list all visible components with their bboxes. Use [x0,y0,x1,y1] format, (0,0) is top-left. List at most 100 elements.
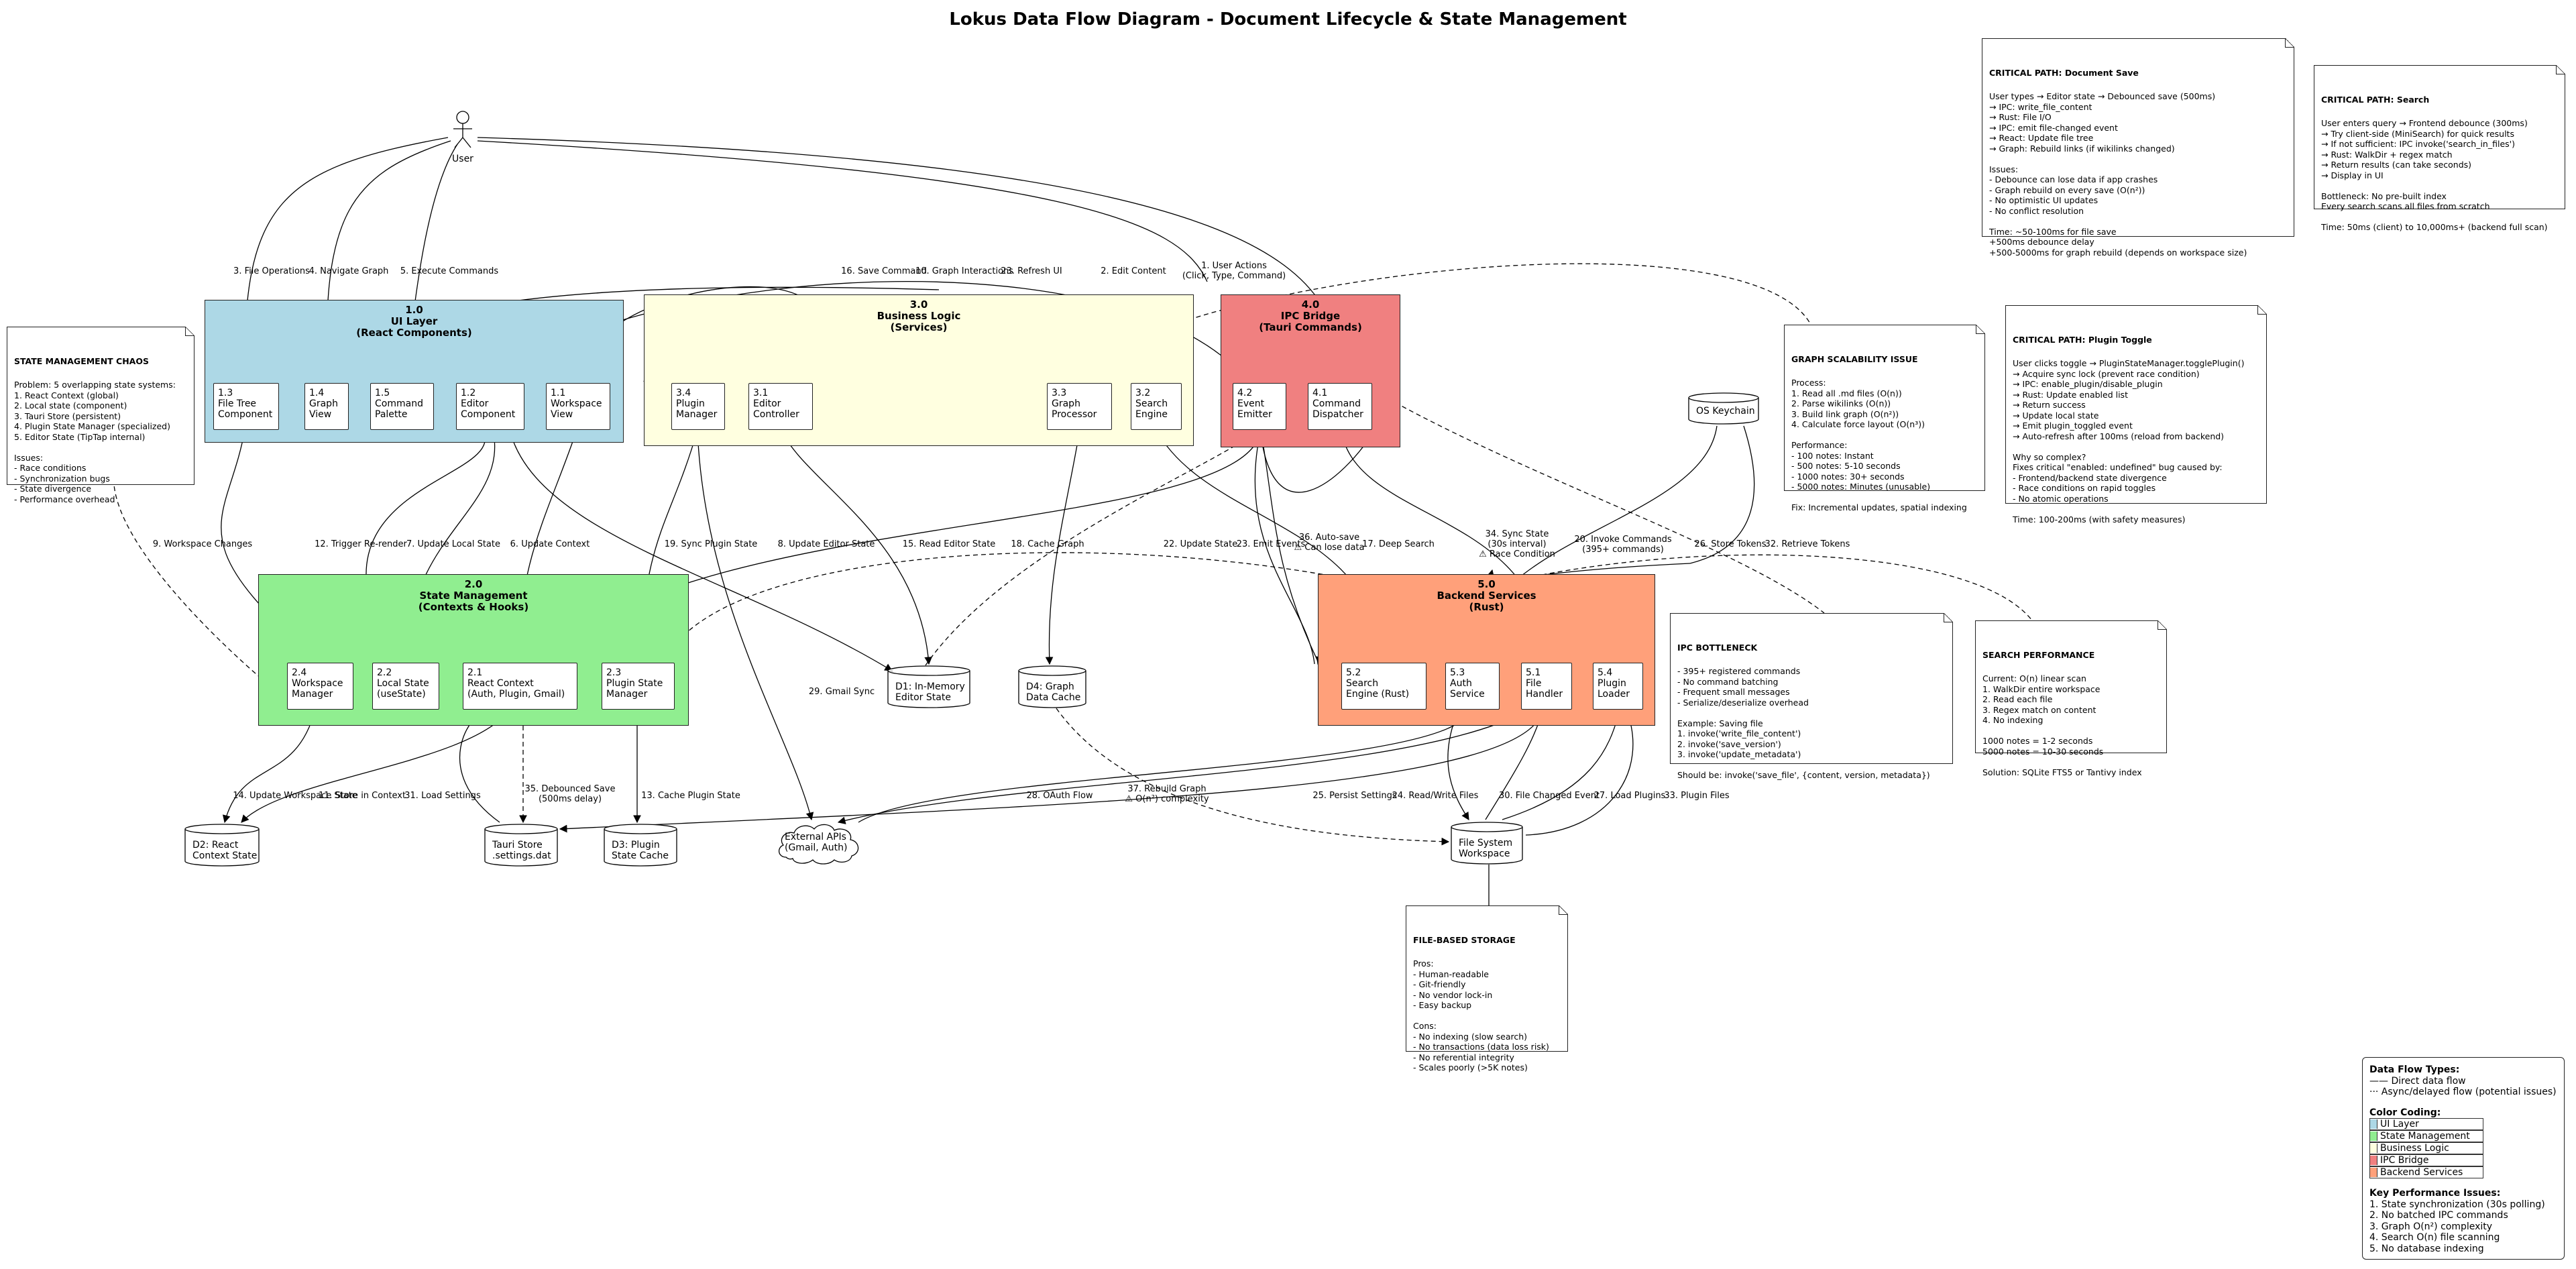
external-apis[interactable]: External APIs (Gmail, Auth) [775,818,864,867]
edge-label-e28: 28. OAuth Flow [1026,791,1093,801]
note-file-storage-title: FILE-BASED STORAGE [1413,935,1516,945]
edge-ipc-back [1260,429,1376,493]
store-graph-cache[interactable]: D4: Graph Data Cache [1018,665,1086,708]
edge-label-e19: 19. Sync Plugin State [665,539,758,549]
legend-color-label: UI Layer [2380,1118,2419,1129]
process-file-tree[interactable]: 1.3 File Tree Component [213,383,279,430]
edge-label-e31: 31. Load Settings [404,791,481,801]
edge-label-e23: 23. Refresh UI [1001,266,1062,276]
process-workspace-manager[interactable]: 2.4 Workspace Manager [287,663,353,710]
note-graph-scalability: GRAPH SCALABILITY ISSUE Process: 1. Read… [1784,325,1985,512]
legend-perf-list: 1. State synchronization (30s polling)2.… [2369,1199,2557,1255]
process-plugin-manager[interactable]: 3.4 Plugin Manager [671,383,725,430]
store-os-keychain-label: OS Keychain [1696,406,1755,417]
legend-swatch [2370,1119,2377,1129]
note-state-chaos-body: Problem: 5 overlapping state systems: 1.… [14,380,176,504]
edge-label-e4: 4. Navigate Graph [309,266,389,276]
legend-perf-item: 5. No database indexing [2369,1243,2484,1254]
process-local-state[interactable]: 2.2 Local State (useState) [372,663,439,710]
store-editor-state[interactable]: D1: In-Memory Editor State [887,665,970,708]
edge-33 [1525,708,1634,836]
edge-label-e10: 10. Graph Interactions [915,266,1013,276]
edge-27 [1502,708,1622,820]
process-plugin-loader[interactable]: 5.4 Plugin Loader [1593,663,1643,710]
edge-label-e5: 5. Execute Commands [400,266,498,276]
edge-label-e3: 3. File Operations [233,266,310,276]
process-auth-service[interactable]: 5.3 Auth Service [1445,663,1500,710]
edge-31 [459,706,500,823]
process-file-handler[interactable]: 5.1 File Handler [1521,663,1572,710]
legend-colors-title: Color Coding: [2369,1107,2441,1118]
note-ipc-bottleneck-title: IPC BOTTLENECK [1677,643,1758,653]
legend-solid: —— Direct data flow [2369,1075,2466,1087]
edge-label-e15: 15. Read Editor State [903,539,996,549]
edge-label-e24: 24. Read/Write Files [1392,791,1479,801]
cylinder-icon [484,824,558,867]
note-document-save-body: User types → Editor state → Debounced sa… [1989,91,2247,258]
edge-label-e18: 18. Cache Graph [1011,539,1084,549]
legend-color-item: State Management [2369,1130,2483,1142]
process-plugin-state-manager[interactable]: 2.3 Plugin State Manager [602,663,675,710]
edge-label-e8: 8. Update Editor State [778,539,875,549]
note-state-chaos: STATE MANAGEMENT CHAOS Problem: 5 overla… [7,327,194,504]
process-graph-processor[interactable]: 3.3 Graph Processor [1047,383,1112,430]
group-business-title: 3.0 Business Logic (Services) [877,298,961,333]
diagram-title: Lokus Data Flow Diagram - Document Lifec… [949,9,1627,30]
note-fold-icon [2285,38,2294,48]
edge-label-e13: 13. Cache Plugin State [641,791,740,801]
edge-label-e6: 6. Update Context [510,539,590,549]
process-workspace-view[interactable]: 1.1 Workspace View [546,383,610,430]
note-fold-icon [1559,905,1568,915]
note-search-body: User enters query → Frontend debounce (3… [2321,118,2548,232]
store-os-keychain[interactable]: OS Keychain [1688,392,1759,425]
edge-label-e23b: 23. Emit Events [1237,539,1306,549]
edge-25 [559,709,1543,833]
note-search-performance: SEARCH PERFORMANCE Current: O(n) linear … [1975,620,2167,777]
note-graph-scalability-title: GRAPH SCALABILITY ISSUE [1791,354,1918,364]
store-tauri-settings[interactable]: Tauri Store .settings.dat [484,824,558,867]
cylinder-icon [1018,665,1086,708]
note-document-save: CRITICAL PATH: Document Save User types … [1982,38,2294,258]
note-document-save-title: CRITICAL PATH: Document Save [1989,68,2139,78]
process-graph-view[interactable]: 1.4 Graph View [304,383,349,430]
legend-swatch [2370,1168,2377,1177]
store-react-context-label: D2: React Context State [192,840,258,861]
store-editor-state-label: D1: In-Memory Editor State [895,681,965,703]
legend-swatch [2370,1156,2377,1165]
store-file-system[interactable]: File System Workspace [1451,822,1523,865]
edge-18 [1045,429,1080,665]
process-editor-component[interactable]: 1.2 Editor Component [456,383,524,430]
note-plugin-toggle-title: CRITICAL PATH: Plugin Toggle [2013,335,2152,345]
process-command-palette[interactable]: 1.5 Command Palette [370,383,434,430]
legend-color-item: IPC Bridge [2369,1154,2483,1166]
legend-color-label: State Management [2380,1130,2470,1142]
note-ipc-bottleneck: IPC BOTTLENECK - 395+ registered command… [1670,613,1953,780]
edge-24 [1447,709,1469,820]
edge-15 [781,429,932,665]
legend-perf-item: 2. No batched IPC commands [2369,1210,2508,1221]
edge-label-e26: 26. Store Tokens [1694,539,1766,549]
note-ipc-bottleneck-body: - 395+ registered commands - No command … [1677,666,1930,780]
user-actor: User [436,111,490,164]
user-figure-icon [453,111,472,148]
group-backend-title: 5.0 Backend Services (Rust) [1437,578,1536,613]
process-react-context[interactable]: 2.1 React Context (Auth, Plugin, Gmail) [463,663,577,710]
edge-8 [509,429,893,671]
edge-label-e1: 1. User Actions(Click, Type, Command) [1182,261,1286,281]
process-search-engine[interactable]: 3.2 Search Engine [1131,383,1182,430]
process-editor-controller[interactable]: 3.1 Editor Controller [748,383,813,430]
cylinder-icon [887,665,970,708]
process-event-emitter[interactable]: 4.2 Event Emitter [1233,383,1286,430]
edge-sp [1347,554,2033,662]
process-search-engine-rust[interactable]: 5.2 Search Engine (Rust) [1341,663,1426,710]
note-file-storage-body: Pros: - Human-readable - Git-friendly - … [1413,958,1549,1072]
edge-sc [113,484,262,679]
store-plugin-cache[interactable]: D3: Plugin State Cache [604,824,677,867]
store-react-context[interactable]: D2: React Context State [184,824,260,867]
legend-types-title: Data Flow Types: [2369,1064,2460,1075]
legend-dashed: ··· Async/delayed flow (potential issues… [2369,1087,2557,1097]
process-command-dispatcher[interactable]: 4.1 Command Dispatcher [1308,383,1372,430]
cylinder-icon [184,824,260,867]
user-label: User [452,154,473,164]
